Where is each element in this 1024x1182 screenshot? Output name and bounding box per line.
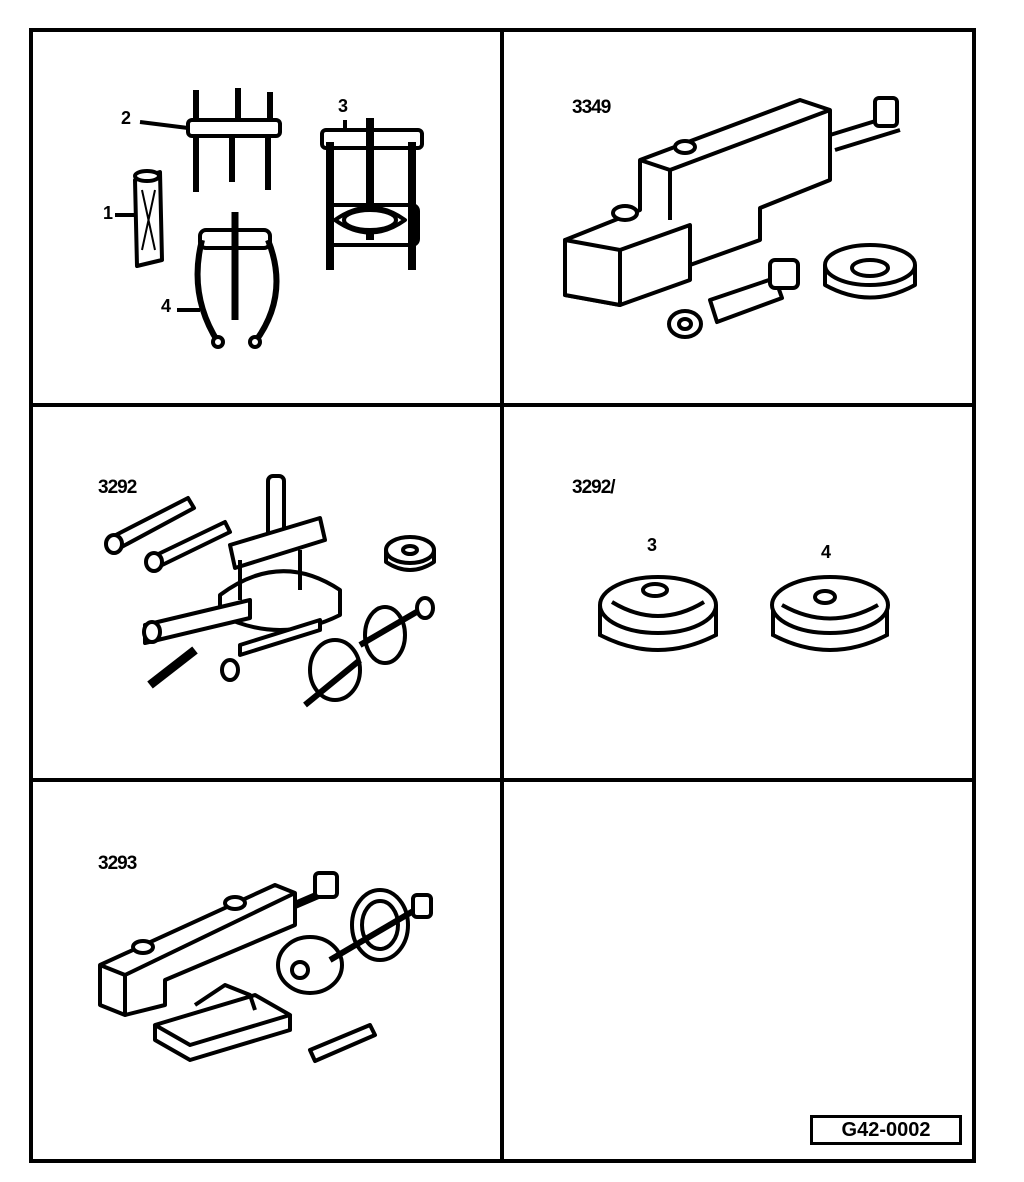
tool-number-3292-slash: 3292/ [572,477,616,498]
callout-disc-4: 4 [821,542,832,562]
tool-3292-drawing [104,474,436,708]
callout-disc-3: 3 [647,535,658,555]
puller-kit-drawing [115,88,424,349]
pressure-discs-drawing [598,575,890,652]
callout-3: 3 [338,96,349,116]
tool-number-3293: 3293 [98,853,137,874]
panel-divider-row1 [29,403,976,407]
tool-number-3292: 3292 [98,477,137,498]
callout-2: 2 [121,108,132,128]
callout-4: 4 [161,296,172,316]
callout-1: 1 [103,203,114,223]
tool-number-3349: 3349 [572,97,611,118]
tool-3293-drawing [98,871,433,1063]
panel-divider-vertical [500,28,504,1163]
panel-divider-row2 [29,778,976,782]
figure-code: G42-0002 [841,1118,931,1141]
figure-code-box: G42-0002 [810,1115,962,1145]
tool-3349-drawing [563,96,917,339]
